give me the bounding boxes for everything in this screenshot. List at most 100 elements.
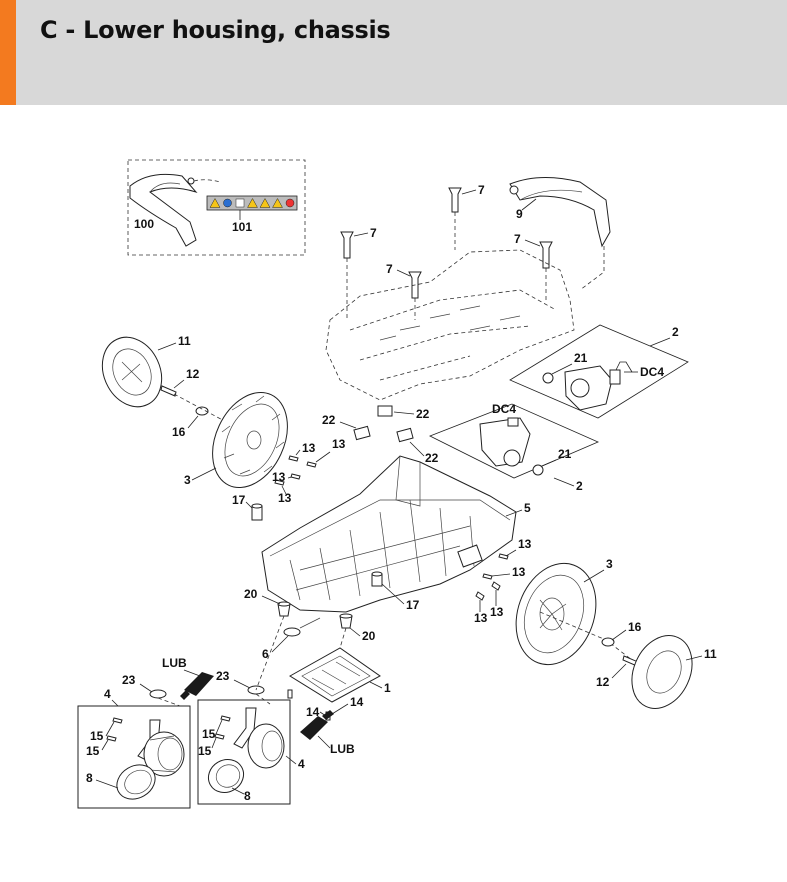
callout-22-c: 22 (425, 451, 439, 465)
callout-23-b: 23 (216, 669, 230, 683)
screw-7-a (448, 187, 462, 250)
callout-13-g: 13 (490, 605, 504, 619)
hubcap-11-right (631, 635, 693, 709)
callout-4-b: 4 (298, 757, 305, 771)
frame-motor-upper (509, 324, 689, 419)
callout-15-c: 15 (202, 727, 216, 741)
wheel-3-right (515, 562, 597, 666)
upper-chassis (325, 249, 575, 401)
screw-7-c (539, 241, 553, 300)
callout-8-a: 8 (86, 771, 93, 785)
spacer-17-left (251, 503, 263, 521)
callout-22-b: 22 (416, 407, 430, 421)
callout-21-a: 21 (574, 351, 588, 365)
callout-7-b: 7 (370, 226, 377, 240)
screws-13-right (475, 553, 509, 601)
warning-icon (259, 197, 271, 208)
callout-12-a: 12 (186, 367, 200, 381)
callout-20-a: 20 (244, 587, 258, 601)
screws-15-left (106, 717, 123, 742)
spacer-22-a (353, 425, 371, 441)
screw-14-a (287, 689, 293, 699)
header-bar (0, 0, 787, 105)
callout-5: 5 (524, 501, 531, 515)
callout-14-a: 14 (350, 695, 364, 709)
screw-7-d (408, 271, 422, 320)
callout-11-a: 11 (178, 334, 191, 348)
callout-6: 6 (262, 647, 269, 661)
handle-part-100 (129, 173, 221, 247)
screws-15-right (214, 715, 231, 740)
stop-20-left (277, 601, 291, 617)
callout-11-b: 11 (704, 647, 717, 661)
caster-box-left (77, 705, 191, 809)
warning-icon (209, 197, 221, 208)
callout-13-a: 13 (302, 441, 316, 455)
screw-12-left (160, 385, 177, 397)
callout-8-b: 8 (244, 789, 251, 803)
callout-13-d: 13 (278, 491, 292, 505)
callout-2-b: 2 (576, 479, 583, 493)
callout-17-b: 17 (406, 598, 420, 612)
screws-13-left (274, 455, 317, 486)
warning-label-101 (206, 195, 298, 211)
lower-housing-5 (261, 455, 517, 613)
page-title: C - Lower housing, chassis (40, 16, 391, 44)
hubcap-11-left (101, 336, 163, 408)
detail-box-handle (127, 159, 306, 256)
callout-17-a: 17 (232, 493, 246, 507)
callout-101: 101 (232, 220, 252, 234)
sensor-6 (283, 617, 321, 637)
hubcap-8-left (116, 764, 156, 800)
callout-2-a: 2 (672, 325, 679, 339)
motor-lower (479, 417, 544, 476)
spacer-22-b (377, 405, 393, 417)
lub-tube-2 (300, 710, 334, 740)
no-icon (285, 198, 295, 208)
callout-12-b: 12 (596, 675, 610, 689)
callout-lub-2: LUB (330, 742, 355, 756)
frame-motor-lower (429, 403, 600, 479)
washer-23-a (149, 689, 167, 699)
callout-1: 1 (384, 681, 391, 695)
warning-icon (247, 197, 258, 208)
callout-21-b: 21 (558, 447, 572, 461)
callout-16-b: 16 (628, 620, 642, 634)
book-icon (223, 198, 232, 208)
hubcap-8-right (207, 758, 245, 794)
callout-22-a: 22 (322, 413, 336, 427)
callout-dc4-b: DC4 (492, 402, 516, 416)
screw-7-b (340, 231, 354, 320)
distance-icon (235, 198, 245, 208)
lub-tube-1 (180, 672, 214, 700)
callout-9: 9 (516, 207, 523, 221)
callout-3-a: 3 (184, 473, 191, 487)
callout-20-b: 20 (362, 629, 376, 643)
cover-plate-1 (289, 647, 381, 703)
callout-dc4-a: DC4 (640, 365, 664, 379)
caster-box-right (197, 699, 291, 805)
wheel-3-left (212, 391, 288, 489)
stop-20-right (339, 613, 353, 629)
caster-wheel-right (233, 707, 285, 769)
callout-14-b: 14 (306, 705, 320, 719)
washer-16-right (601, 637, 615, 647)
callout-15-d: 15 (198, 744, 212, 758)
motor-upper (542, 361, 633, 411)
callout-7-c: 7 (514, 232, 521, 246)
spacer-17-mid (371, 571, 383, 587)
callout-3-b: 3 (606, 557, 613, 571)
callout-7-d: 7 (386, 262, 393, 276)
header-accent (0, 0, 16, 105)
callout-4-a: 4 (104, 687, 111, 701)
callout-7-a: 7 (478, 183, 485, 197)
callout-15-a: 15 (90, 729, 104, 743)
callout-15-b: 15 (86, 744, 100, 758)
handle-part-9 (509, 176, 611, 248)
callout-13-e: 13 (518, 537, 532, 551)
washer-16-left (195, 406, 209, 416)
callout-13-c: 13 (272, 470, 286, 484)
callout-16-a: 16 (172, 425, 186, 439)
callout-lub-1: LUB (162, 656, 187, 670)
callout-100: 100 (134, 217, 154, 231)
